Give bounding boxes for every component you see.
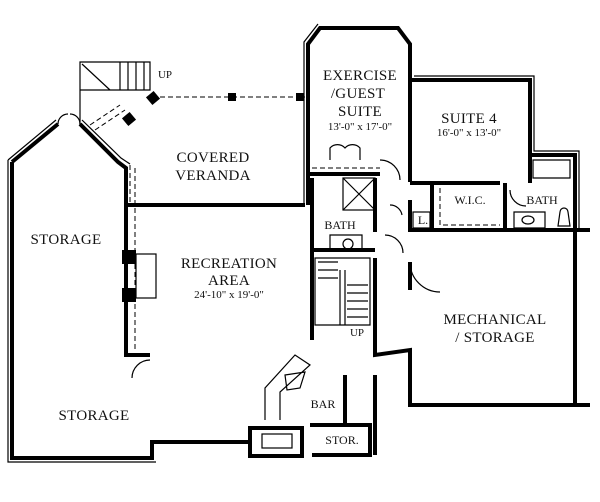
storage-lower-label: STORAGE — [59, 408, 130, 424]
stair-up-center-label: UP — [350, 327, 364, 339]
exercise-label-3: SUITE — [338, 104, 382, 120]
recreation-label-1: RECREATION — [181, 256, 277, 272]
recreation-label-2: AREA — [208, 273, 250, 289]
mechanical-label-1: MECHANICAL — [444, 312, 547, 328]
exercise-label-1: EXERCISE — [323, 68, 397, 84]
bath-center-label: BATH — [324, 218, 356, 232]
bath-suite4-label: BATH — [526, 193, 558, 207]
bar-label: BAR — [311, 397, 336, 411]
wic-label: W.I.C. — [454, 193, 485, 207]
room-labels: EXERCISE /GUEST SUITE 13'-0" x 17'-0" SU… — [31, 68, 558, 447]
veranda-label-2: VERANDA — [175, 168, 250, 184]
suite4-dims: 16'-0" x 13'-0" — [437, 127, 501, 139]
mechanical-label-2: / STORAGE — [455, 330, 535, 346]
exercise-dims: 13'-0" x 17'-0" — [328, 121, 392, 133]
walls — [7, 23, 590, 463]
recreation-dims: 24'-10" x 19'-0" — [194, 289, 264, 301]
linen-label: L. — [418, 213, 428, 227]
suite4-label: SUITE 4 — [441, 111, 497, 127]
storage-upper-label: STORAGE — [31, 232, 102, 248]
stair-up-top-label: UP — [158, 69, 172, 81]
stor-label: STOR. — [325, 433, 358, 447]
exercise-label-2: /GUEST — [331, 86, 385, 102]
veranda-label-1: COVERED — [177, 150, 250, 166]
